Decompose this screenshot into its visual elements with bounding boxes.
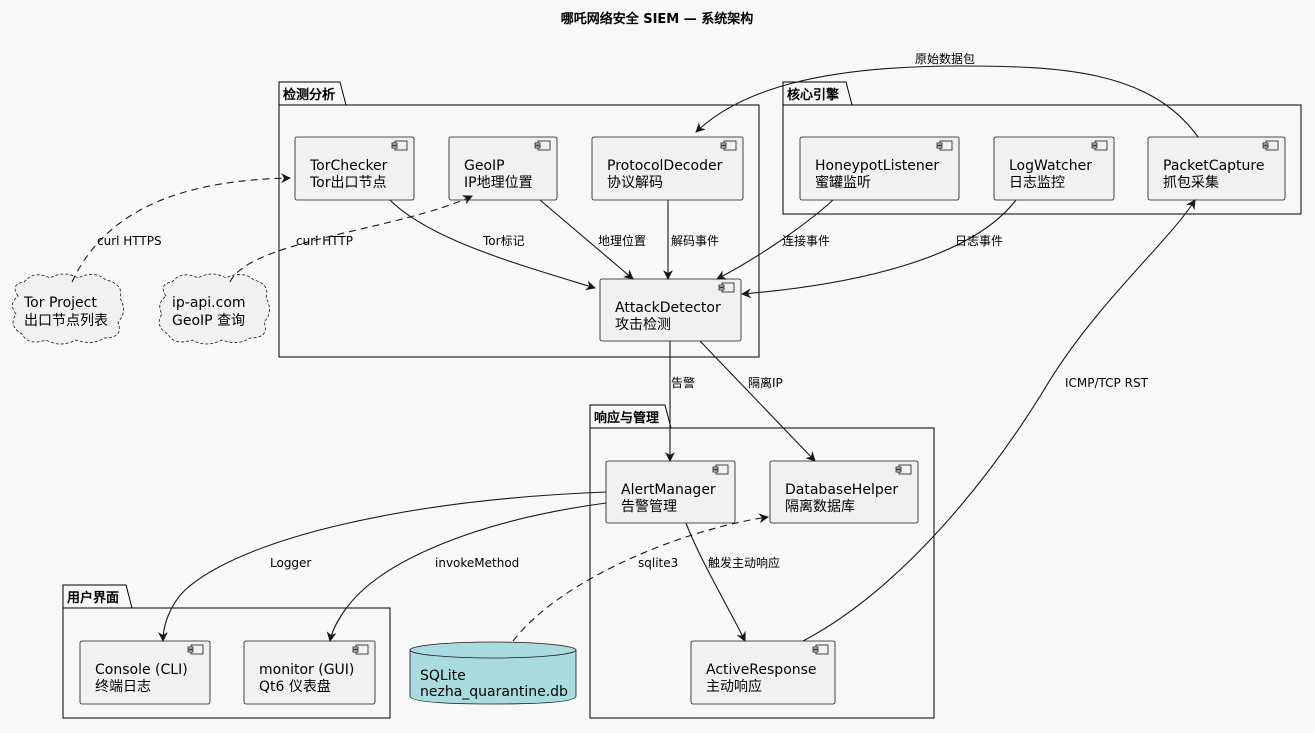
alert-manager-desc-label: 告警管理 <box>621 499 677 515</box>
edge-log-event: 日志事件 <box>741 199 1017 299</box>
monitor-desc-label: Qt6 仪表盘 <box>259 678 331 695</box>
active-response-desc-label: 主动响应 <box>706 678 762 695</box>
packet-capture-desc-label: 抓包采集 <box>1163 174 1219 191</box>
component-icon <box>720 140 737 151</box>
honeypot-listener-desc-label: 蜜罐监听 <box>815 175 871 191</box>
ip-api-desc-label: GeoIP 查询 <box>172 313 245 329</box>
component-icon <box>534 140 551 151</box>
component-alert-manager: AlertManager 告警管理 <box>605 460 736 524</box>
edge-curl-http: curl HTTP <box>229 195 473 283</box>
edges-raw-packets-label: 原始数据包 <box>915 51 975 66</box>
component-icon <box>895 464 912 475</box>
component-icon <box>936 140 953 151</box>
component-packet-capture: PacketCapture 抓包采集 <box>1147 136 1286 201</box>
monitor-name-label: monitor (GUI) <box>259 662 354 678</box>
component-console: Console (CLI) 终端日志 <box>79 640 211 705</box>
edges-sqlite3-label: sqlite3 <box>638 556 678 570</box>
component-icon <box>352 644 369 655</box>
database-helper-name-label: DatabaseHelper <box>785 482 898 498</box>
edge-alert: 告警 <box>665 341 695 462</box>
geoip-desc-label: IP地理位置 <box>464 175 533 191</box>
component-geoip: GeoIP IP地理位置 <box>448 136 558 201</box>
edges-trigger-response-label: 触发主动响应 <box>708 555 780 570</box>
console-desc-label: 终端日志 <box>95 679 151 695</box>
component-honeypot-listener: HoneypotListener 蜜罐监听 <box>799 136 960 201</box>
component-icon <box>718 282 735 293</box>
edge-decode-event: 解码事件 <box>663 200 719 280</box>
component-log-watcher: LogWatcher 日志监控 <box>993 136 1115 201</box>
edge-sqlite3: sqlite3 <box>512 513 769 642</box>
ip-api-name-label: ip-api.com <box>172 295 246 311</box>
component-tor-checker: TorChecker Tor出口节点 <box>294 136 415 201</box>
cloud-ip-api: ip-api.com GeoIP 查询 <box>158 273 270 345</box>
component-icon <box>712 464 729 475</box>
edge-geo-location: 地理位置 <box>539 199 646 280</box>
component-icon <box>812 644 829 655</box>
edges-icmp-tcp-rst-label: ICMP/TCP RST <box>1065 376 1149 390</box>
log-watcher-name-label: LogWatcher <box>1009 158 1092 174</box>
cloud-tor-project: Tor Project 出口节点列表 <box>12 273 124 345</box>
component-active-response: ActiveResponse 主动响应 <box>690 640 836 705</box>
edges-invoke-method-label: invokeMethod <box>435 556 519 570</box>
edge-trigger-response: 触发主动响应 <box>685 522 780 642</box>
edges-curl-https-label: curl HTTPS <box>97 234 162 248</box>
package-response: 响应与管理 <box>589 404 935 719</box>
log-watcher-desc-label: 日志监控 <box>1009 175 1065 191</box>
attack-detector-name-label: AttackDetector <box>615 300 721 316</box>
package-detection: 检测分析 <box>278 81 760 358</box>
package-response-label: 响应与管理 <box>594 410 659 426</box>
edge-invoke-method: invokeMethod <box>326 502 607 642</box>
edges-quarantine-ip-label: 隔离IP <box>748 375 783 390</box>
database-desc-label: nezha_quarantine.db <box>420 684 568 700</box>
tor-project-desc-label: 出口节点列表 <box>24 313 108 329</box>
edge-quarantine-ip: 隔离IP <box>699 340 816 462</box>
console-name-label: Console (CLI) <box>95 662 188 678</box>
package-core-label: 核心引擎 <box>787 87 839 103</box>
edge-tor-mark: Tor标记 <box>389 199 596 291</box>
edge-icmp-tcp-rst: ICMP/TCP RST <box>802 199 1196 642</box>
geoip-name-label: GeoIP <box>464 158 505 174</box>
tor-checker-desc-label: Tor出口节点 <box>309 175 387 191</box>
edge-raw-packets: 原始数据包 <box>695 51 1199 138</box>
component-monitor: monitor (GUI) Qt6 仪表盘 <box>243 640 376 705</box>
packet-capture-name-label: PacketCapture <box>1163 158 1264 174</box>
edges-log-event-label: 日志事件 <box>955 234 1003 248</box>
package-ui: 用户界面 <box>62 584 391 719</box>
edges-curl-http-label: curl HTTP <box>296 234 353 248</box>
database-sqlite: SQLite nezha_quarantine.db <box>409 641 577 705</box>
edge-curl-https: curl HTTPS <box>71 173 291 283</box>
edges-logger-label: Logger <box>270 556 311 570</box>
honeypot-listener-name-label: HoneypotListener <box>815 158 939 174</box>
component-icon <box>391 140 408 151</box>
protocol-decoder-desc-label: 协议解码 <box>607 175 663 191</box>
active-response-name-label: ActiveResponse <box>706 662 817 678</box>
edges-decode-event-label: 解码事件 <box>671 234 719 248</box>
component-protocol-decoder: ProtocolDecoder 协议解码 <box>591 136 744 201</box>
component-icon <box>1262 140 1279 151</box>
edge-connect-event: 连接事件 <box>716 199 834 280</box>
component-icon <box>187 644 204 655</box>
edges-tor-mark-label: Tor标记 <box>482 234 525 248</box>
component-database-helper: DatabaseHelper 隔离数据库 <box>769 460 919 524</box>
edges-alert-label: 告警 <box>671 375 695 390</box>
edges-connect-event-label: 连接事件 <box>782 233 830 248</box>
component-icon <box>1091 140 1108 151</box>
tor-checker-name-label: TorChecker <box>309 158 388 174</box>
protocol-decoder-name-label: ProtocolDecoder <box>607 158 723 174</box>
package-detection-label: 检测分析 <box>283 87 335 103</box>
tor-project-name-label: Tor Project <box>23 295 97 311</box>
attack-detector-desc-label: 攻击检测 <box>615 317 671 333</box>
alert-manager-name-label: AlertManager <box>621 482 716 498</box>
diagram-title: 哪吒网络安全 SIEM — 系统架构 <box>561 11 754 27</box>
package-core: 核心引擎 <box>782 81 1302 215</box>
edges-geo-location-label: 地理位置 <box>598 233 646 248</box>
component-attack-detector: AttackDetector 攻击检测 <box>599 278 742 342</box>
database-name-label: SQLite <box>420 668 466 684</box>
package-ui-label: 用户界面 <box>66 590 119 606</box>
database-helper-desc-label: 隔离数据库 <box>785 498 855 515</box>
edge-logger: Logger <box>158 491 607 642</box>
